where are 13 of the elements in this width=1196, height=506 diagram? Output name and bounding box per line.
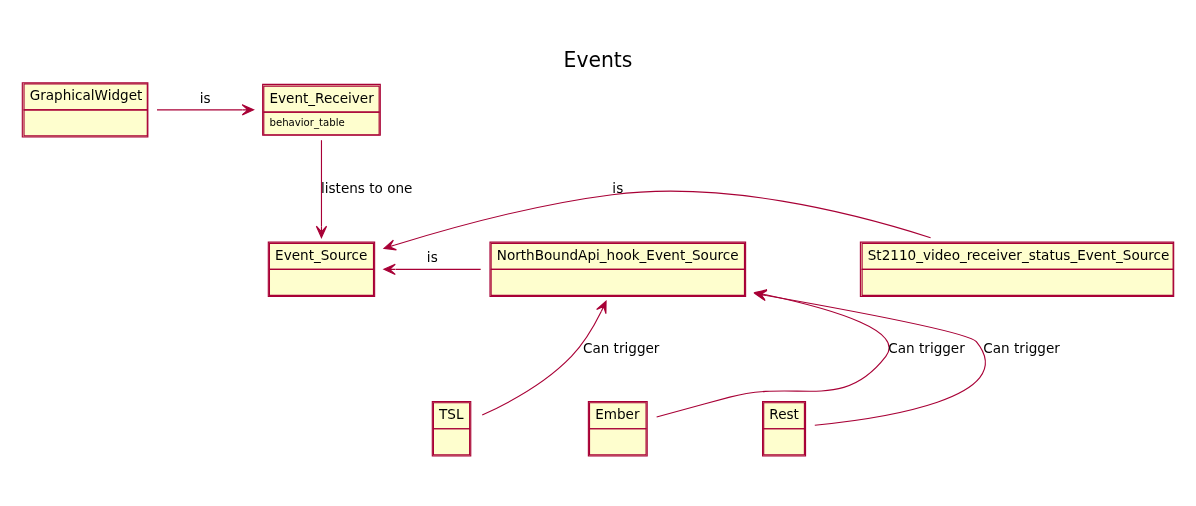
arrow: [383, 263, 482, 275]
edge-label: listens to one: [321, 179, 413, 196]
edge-label: Can trigger: [983, 339, 1060, 356]
edge-label: is: [612, 179, 624, 196]
arrow: [315, 139, 328, 238]
edge-label: is: [199, 89, 211, 106]
edge-label: Can trigger: [888, 339, 965, 356]
edge-label: Can trigger: [582, 339, 660, 356]
edge-label: is: [426, 248, 438, 265]
diagram-title: Events: [563, 47, 633, 72]
arrow: [156, 103, 255, 115]
arrow: [383, 190, 932, 250]
arrow: [481, 300, 607, 416]
